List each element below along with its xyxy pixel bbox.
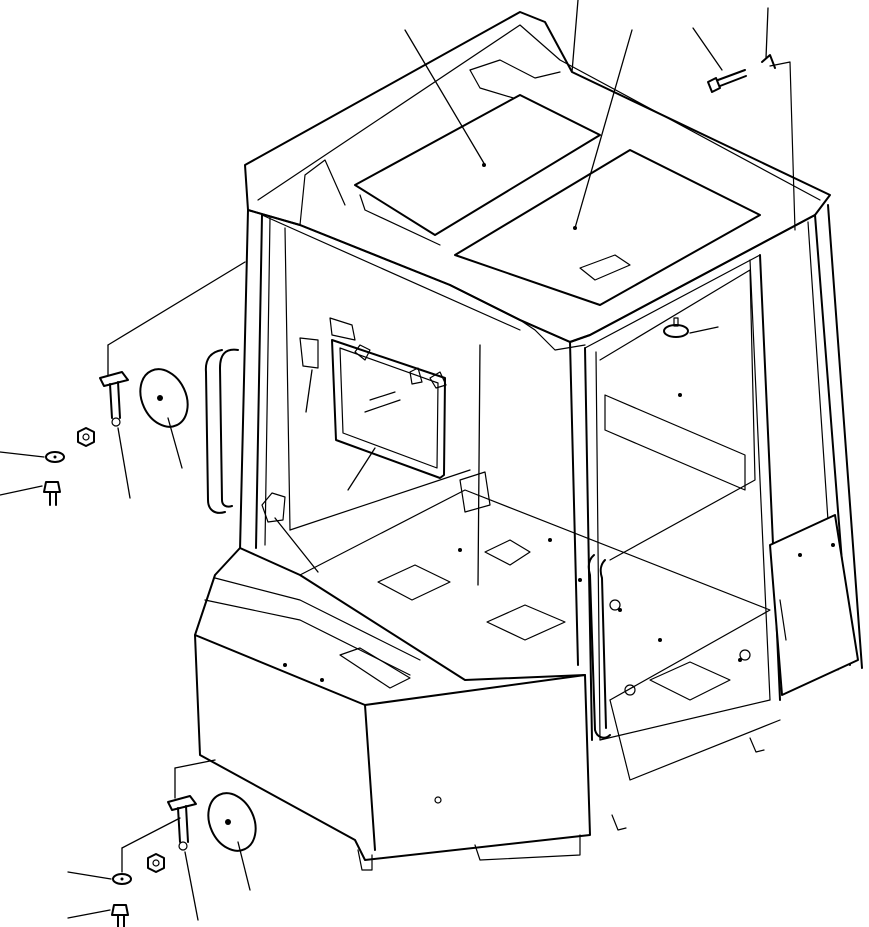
mirror-stay-upper	[99, 371, 129, 427]
roof-panel-rear	[354, 94, 601, 246]
bolt-lower	[111, 904, 129, 927]
washer-lower	[112, 873, 132, 885]
washer-upper	[45, 451, 65, 463]
sun-visor	[299, 317, 447, 479]
cab-roof	[244, 11, 831, 351]
callout-leaders	[0, 0, 769, 921]
mirror-upper	[139, 368, 189, 428]
room-lamp	[663, 317, 689, 338]
mirror-stay-lower	[167, 795, 197, 851]
cab-floor	[299, 489, 771, 701]
antenna-bracket	[761, 54, 796, 231]
mirror-lower	[207, 792, 257, 852]
nut-lower	[147, 853, 165, 873]
right-lower-panel	[599, 514, 859, 831]
grab-handle-door	[587, 554, 611, 739]
cab-frame	[239, 204, 863, 741]
grab-handle-left	[204, 348, 239, 514]
bolt-top	[707, 69, 747, 93]
door-latch	[261, 471, 491, 523]
nut-upper	[77, 427, 95, 447]
roof-panel-front	[454, 149, 761, 306]
bolt-upper	[43, 481, 61, 506]
rear-window	[599, 269, 756, 561]
front-lower-panel	[194, 547, 591, 871]
